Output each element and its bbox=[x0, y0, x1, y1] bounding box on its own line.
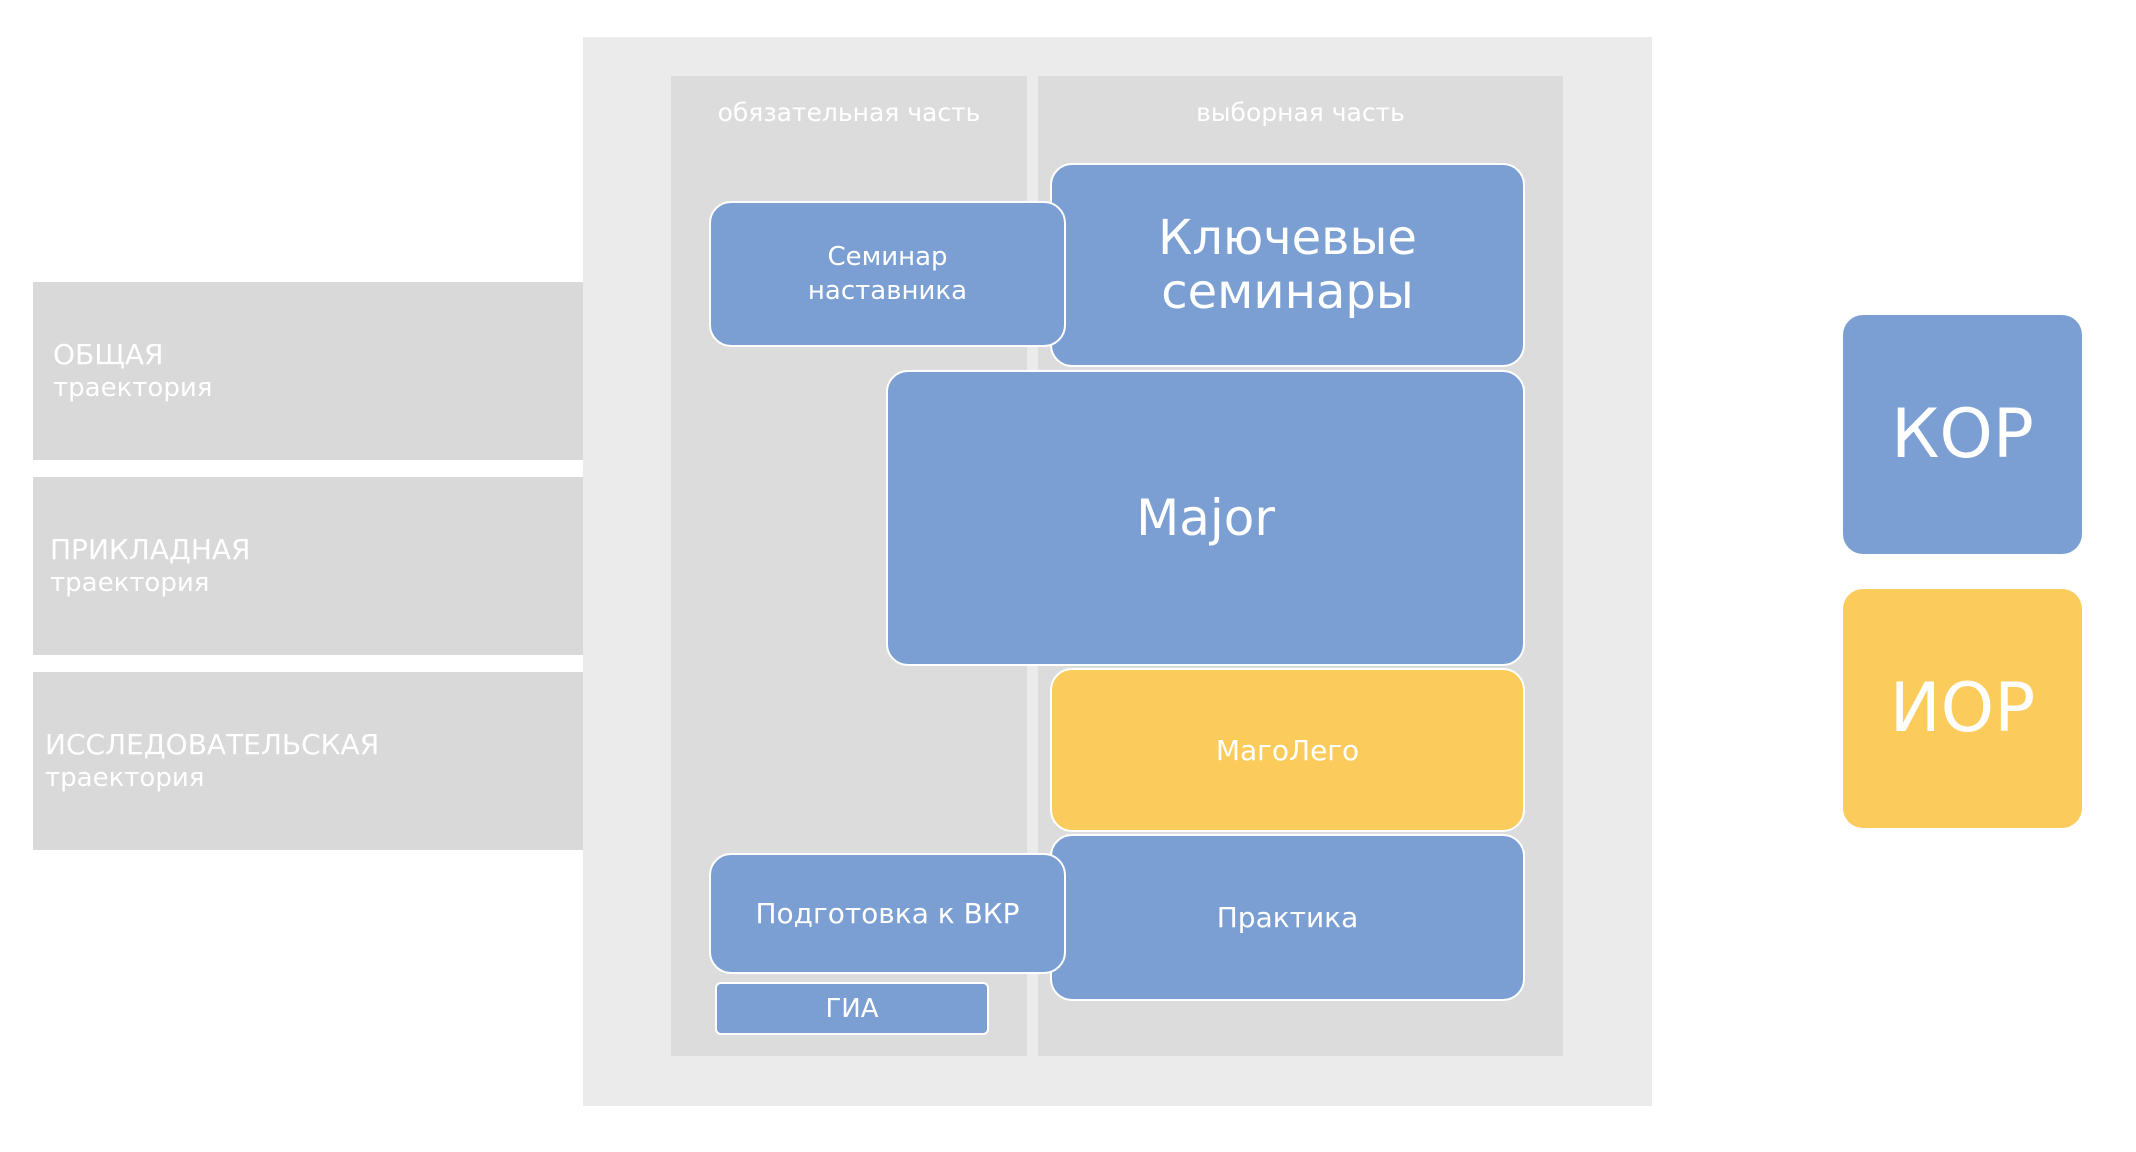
trajectory-general: ОБЩАЯ траектория bbox=[33, 282, 583, 460]
trajectory-title: ОБЩАЯ bbox=[53, 338, 164, 371]
practice-label: Практика bbox=[1216, 901, 1359, 934]
vkr-prep-block: Подготовка к ВКР bbox=[709, 853, 1066, 974]
gia-label: ГИА bbox=[825, 993, 879, 1024]
mentor-seminar-label: Семинар наставника bbox=[807, 242, 968, 306]
practice-block: Практика bbox=[1050, 834, 1525, 1001]
magolego-block: МагоЛего bbox=[1050, 668, 1525, 832]
trajectory-subtitle: траектория bbox=[45, 763, 205, 793]
vkr-prep-label: Подготовка к ВКР bbox=[755, 897, 1020, 930]
key-seminars-block: Ключевые семинары bbox=[1050, 163, 1525, 367]
major-label: Major bbox=[1136, 489, 1275, 547]
trajectory-applied: ПРИКЛАДНАЯ траектория bbox=[33, 477, 583, 655]
key-seminars-label: Ключевые семинары bbox=[1158, 210, 1417, 320]
mandatory-column-header: обязательная часть bbox=[717, 98, 981, 127]
mentor-seminar-block: Семинар наставника bbox=[709, 201, 1066, 347]
trajectory-title: ПРИКЛАДНАЯ bbox=[50, 533, 251, 566]
magolego-label: МагоЛего bbox=[1215, 733, 1360, 767]
trajectory-subtitle: траектория bbox=[50, 568, 210, 598]
gia-block: ГИА bbox=[715, 982, 989, 1035]
ior-label: ИОР bbox=[1889, 669, 2036, 748]
trajectory-research: ИССЛЕДОВАТЕЛЬСКАЯ траектория bbox=[33, 672, 583, 850]
ior-legend-block: ИОР bbox=[1843, 589, 2082, 828]
kor-legend-block: КОР bbox=[1843, 315, 2082, 554]
elective-column-header: выборная часть bbox=[1196, 98, 1405, 127]
major-block: Major bbox=[886, 370, 1525, 666]
kor-label: КОР bbox=[1891, 395, 2034, 474]
trajectory-subtitle: траектория bbox=[53, 373, 213, 403]
trajectory-title: ИССЛЕДОВАТЕЛЬСКАЯ bbox=[45, 728, 380, 761]
